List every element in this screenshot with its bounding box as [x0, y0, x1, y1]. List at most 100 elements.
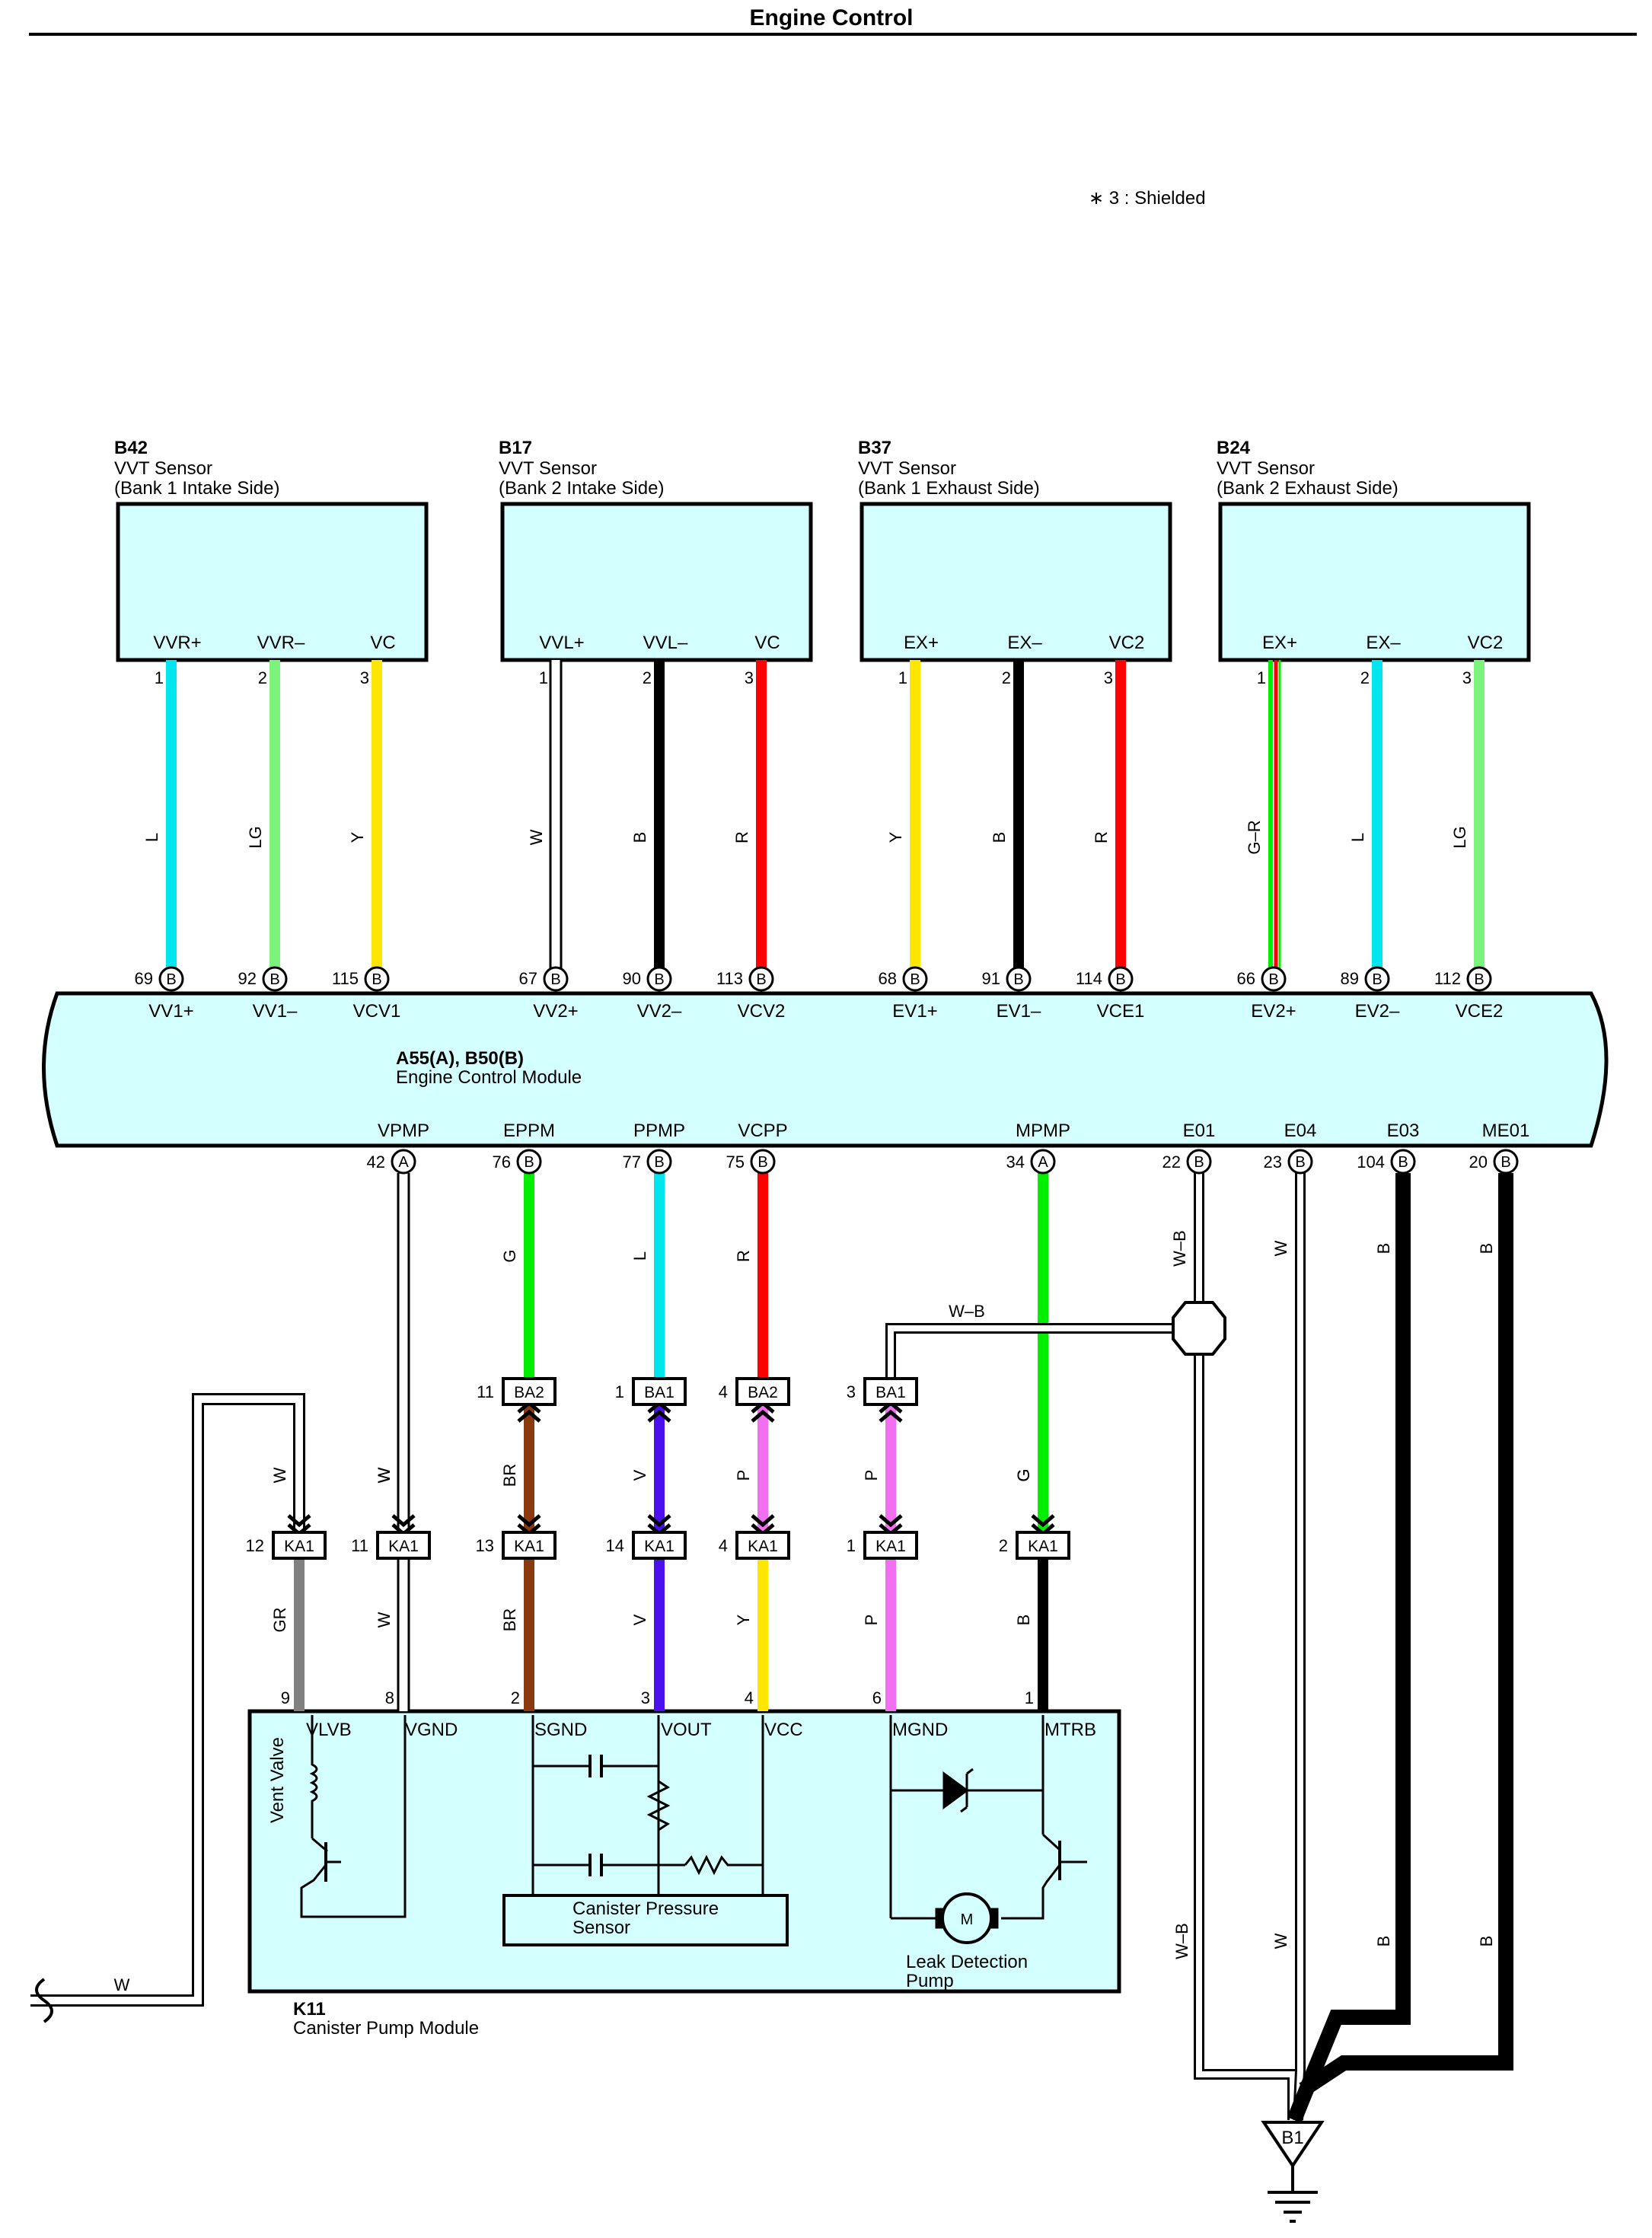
k11-body: [247, 1709, 1121, 1994]
wire-B24-2-color: L: [1348, 833, 1367, 842]
ecm-conn-91-letter: B: [1013, 971, 1023, 988]
sensor-B24-term-2: EX–: [1366, 633, 1401, 653]
wire-left-W: [30, 1395, 303, 2004]
ecm-code: A55(A), B50(B): [396, 1048, 524, 1069]
pressure-sensor-label-2: Sensor: [572, 1918, 630, 1938]
wires: [30, 660, 1513, 2123]
ecm-term-EV2+: EV2+: [1251, 1001, 1296, 1022]
ecm-conn-20-letter: B: [1501, 1154, 1510, 1171]
sensor-B37-pinnum-2: 2: [1002, 668, 1011, 687]
ba-conn-1-pin: 11: [477, 1382, 494, 1401]
ecm-conn-42-circle: [391, 1149, 416, 1175]
ecm-body: [42, 991, 1609, 1148]
ecm-conn-34-letter: A: [1038, 1154, 1048, 1171]
ecm-conn-76-circle: [516, 1149, 542, 1175]
k11-term-MTRB: MTRB: [1044, 1720, 1096, 1740]
ecm-pin-90: 90: [623, 969, 641, 988]
ka-conn-4-box: [632, 1531, 687, 1560]
wire-to-ka-7-color: G: [1014, 1468, 1033, 1481]
ecm-term-VCV1: VCV1: [353, 1001, 401, 1022]
pump-transistor-icon: [1001, 1864, 1061, 1920]
wire-E04-color: W: [1271, 1240, 1290, 1256]
ecm-pin-114: 114: [1076, 969, 1102, 988]
ecm-pin-67: 67: [519, 969, 537, 988]
ecm-pin-23: 23: [1264, 1152, 1282, 1172]
ecm-conn-76-letter: B: [524, 1154, 534, 1171]
ka-from-ba-2-chevron: [647, 1514, 671, 1528]
k11-name: Canister Pump Module: [293, 2018, 479, 2039]
ba-conn-4-box: [863, 1377, 918, 1406]
ecm-conn-68-circle: [902, 966, 928, 992]
ba-conn-3-pin: 4: [719, 1382, 728, 1401]
sensor-B37-pinnum-3: 3: [1104, 668, 1113, 687]
sensor-B42-term-1: VVR+: [153, 633, 201, 653]
ka-conn-5-pin: 4: [719, 1536, 728, 1555]
ecm-pin-75: 75: [726, 1152, 745, 1172]
wire-B24-3-color: LG: [1450, 826, 1469, 848]
sensor-B24-pinnum-3: 3: [1462, 668, 1472, 687]
vent-valve-label: Vent Valve: [267, 1737, 288, 1823]
wire-ba-ka-3-color: P: [734, 1470, 753, 1481]
ka-conn-2-label: KA1: [388, 1538, 419, 1555]
sensor-B17-pinnum-1: 1: [539, 668, 548, 687]
ecm-conn-92-circle: [262, 966, 288, 992]
ka-conn-2-pin: 11: [351, 1536, 368, 1555]
wire-ka-k11-4-color: V: [630, 1614, 649, 1625]
ka-conn-2-box: [376, 1531, 431, 1560]
wire-ka-k11-2-color: W: [375, 1612, 394, 1627]
ba-conn-2-chevron: [647, 1409, 671, 1423]
ka-from-ba-1-chevron: [517, 1514, 541, 1528]
ecm-conn-89-circle: [1364, 966, 1390, 992]
vent-valve-coil-icon: [309, 1715, 318, 1838]
wire-ME01: [1299, 1173, 1513, 2096]
ground-wire-4-color: B: [1477, 1936, 1496, 1947]
ecm-conn-23-letter: B: [1295, 1154, 1305, 1171]
ka-conn-7-box: [1016, 1531, 1070, 1560]
ba-conn-4-pin: 3: [847, 1382, 856, 1401]
ecm-pin-69: 69: [135, 969, 153, 988]
ecm-conn-114-letter: B: [1115, 971, 1125, 988]
ground-wire-1-color: W–B: [1172, 1923, 1191, 1959]
ka-conn-3-pin: 13: [476, 1536, 494, 1555]
ecm-term-E03: E03: [1387, 1121, 1420, 1141]
ecm-term-EV1–: EV1–: [997, 1001, 1041, 1022]
sensor-B37-term-1: EX+: [904, 633, 939, 653]
ba-conn-1-box: [502, 1377, 557, 1406]
ka-conn-7-chevron: [1031, 1514, 1055, 1528]
ecm-conn-75-letter: B: [757, 1154, 767, 1171]
ka-conn-2-chevron: [391, 1514, 416, 1528]
sensor-B17-term-3: VC: [754, 633, 780, 653]
ka-conn-1-chevron: [287, 1514, 311, 1528]
diode-icon: [942, 1771, 969, 1809]
ground-wire-3-color: B: [1374, 1936, 1393, 1947]
ba-conn-2-box: [632, 1377, 687, 1406]
wire-B24-1-color: G–R: [1245, 820, 1264, 854]
ecm-pin-42: 42: [367, 1152, 385, 1172]
k11-pin-1: 1: [1025, 1688, 1034, 1707]
sensor-B17-box: [500, 502, 813, 662]
k11-pin-6: 6: [872, 1688, 882, 1707]
diagram-title: Engine Control: [750, 5, 914, 30]
wire-ba-ka-1-color: BR: [500, 1464, 519, 1487]
ecm-term-ME01: ME01: [1482, 1121, 1530, 1141]
ecm-conn-34-circle: [1030, 1149, 1056, 1175]
k11-code: K11: [293, 1999, 326, 2020]
wire-break-icon: [35, 1978, 53, 2023]
sensor-B37-sub: (Bank 1 Exhaust Side): [858, 478, 1040, 499]
ecm-term-VCV2: VCV2: [738, 1001, 786, 1022]
ecm-term-MPMP: MPMP: [1016, 1121, 1070, 1141]
ecm-conn-67-letter: B: [550, 971, 560, 988]
wire-to-ka-1-color: W: [270, 1467, 289, 1483]
wire-VPMP-color: W: [375, 1467, 394, 1483]
sensor-B24-pinnum-1: 1: [1257, 668, 1266, 687]
ecm-term-VV2+: VV2+: [533, 1001, 578, 1022]
k11-pin-9: 9: [281, 1688, 290, 1707]
ka-conn-5-label: KA1: [748, 1538, 778, 1555]
ecm-conn-115-letter: B: [372, 971, 381, 988]
ka-conn-5-box: [735, 1531, 790, 1560]
wire-ba-ka-4-color: P: [862, 1470, 881, 1481]
ka-conn-4-pin: 14: [606, 1536, 624, 1555]
ecm-pin-91: 91: [982, 969, 1000, 988]
ecm-conn-104-circle: [1390, 1149, 1416, 1175]
